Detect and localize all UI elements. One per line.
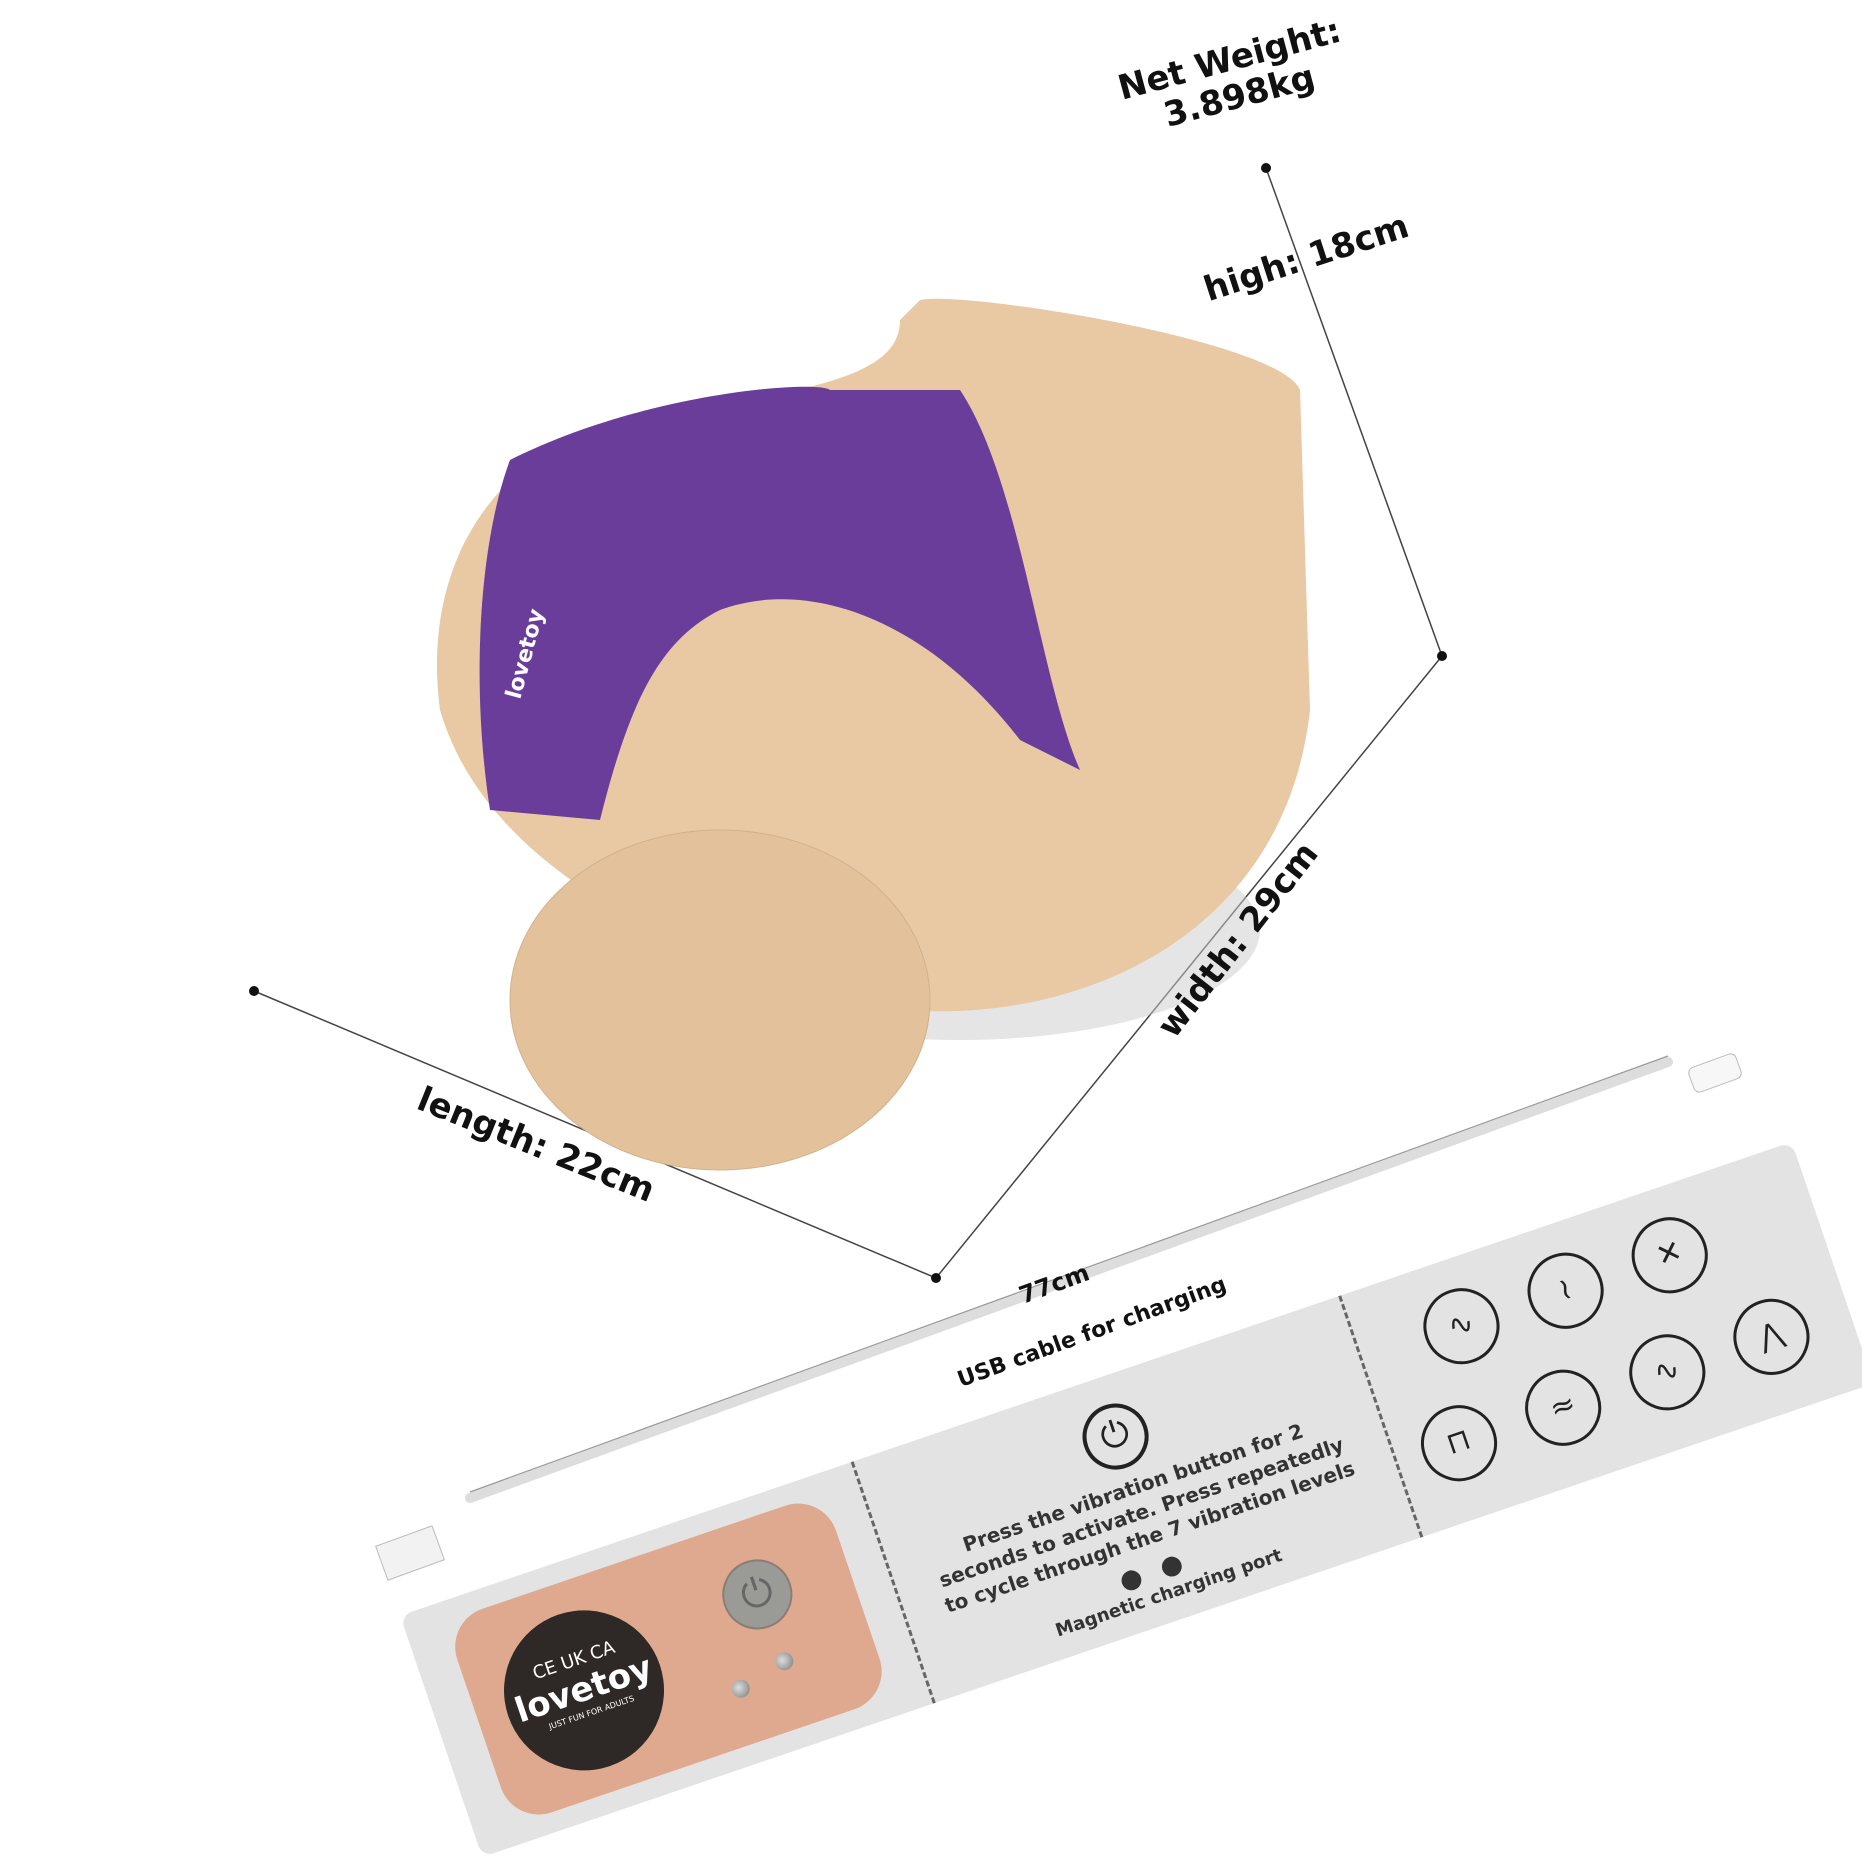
- charging-pin-icon: [772, 1649, 796, 1673]
- product-illustration: lovetoy: [436, 298, 1310, 1171]
- vibration-mode-2-icon: ≀: [1517, 1242, 1614, 1339]
- vibration-mode-5-icon: ≈: [1514, 1359, 1612, 1456]
- vibration-mode-7-icon: ⋀: [1723, 1288, 1820, 1386]
- vibration-mode-3-icon: ✕: [1621, 1207, 1718, 1304]
- vibration-mode-4-icon: ⊓: [1410, 1394, 1508, 1492]
- power-icon: ⏻: [1073, 1394, 1158, 1479]
- vibration-mode-1-icon: ∿: [1413, 1277, 1510, 1375]
- power-button-icon: ⏻: [712, 1550, 802, 1639]
- vibration-mode-6-icon: ∿: [1619, 1324, 1716, 1421]
- charging-pin-icon: [729, 1677, 753, 1701]
- brand-logo: CE UK CA lovetoy JUST FUN FOR ADULTS: [482, 1588, 686, 1792]
